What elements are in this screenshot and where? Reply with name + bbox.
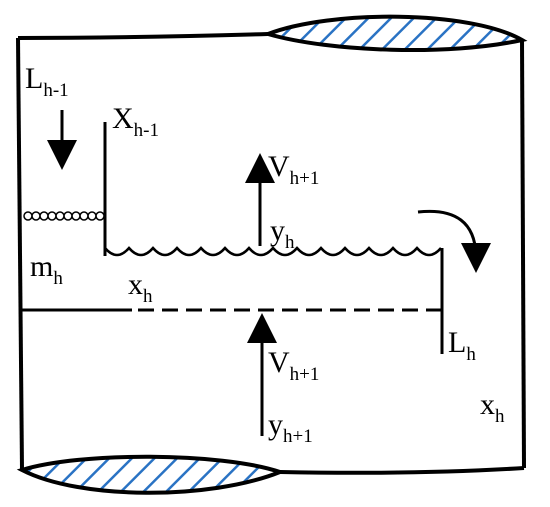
column-shell-left-wall xyxy=(16,37,24,471)
label-l-h: Lh xyxy=(448,326,476,365)
column-shell-right-wall xyxy=(520,39,526,469)
label-y-lower: yh+1 xyxy=(268,408,313,447)
column-bottom-edge xyxy=(279,466,525,475)
label-v-upper: Vh+1 xyxy=(268,150,319,189)
label-m-h: mh xyxy=(30,250,63,289)
bottom-cut-section xyxy=(16,454,286,495)
label-l-prev: Lh-1 xyxy=(25,62,69,101)
liquid-overflow-curved-arrow xyxy=(417,209,491,273)
label-y-h: yh xyxy=(270,214,295,253)
column-top-edge xyxy=(17,32,269,40)
label-x-h-tray: xh xyxy=(128,268,153,307)
liquid-surface-scallops xyxy=(104,246,442,257)
top-cut-section xyxy=(261,14,528,53)
label-x-h-right: xh xyxy=(480,388,505,427)
bead-chain xyxy=(23,211,105,221)
label-x-prev: Xh-1 xyxy=(112,102,159,141)
label-v-lower: Vh+1 xyxy=(268,346,319,385)
